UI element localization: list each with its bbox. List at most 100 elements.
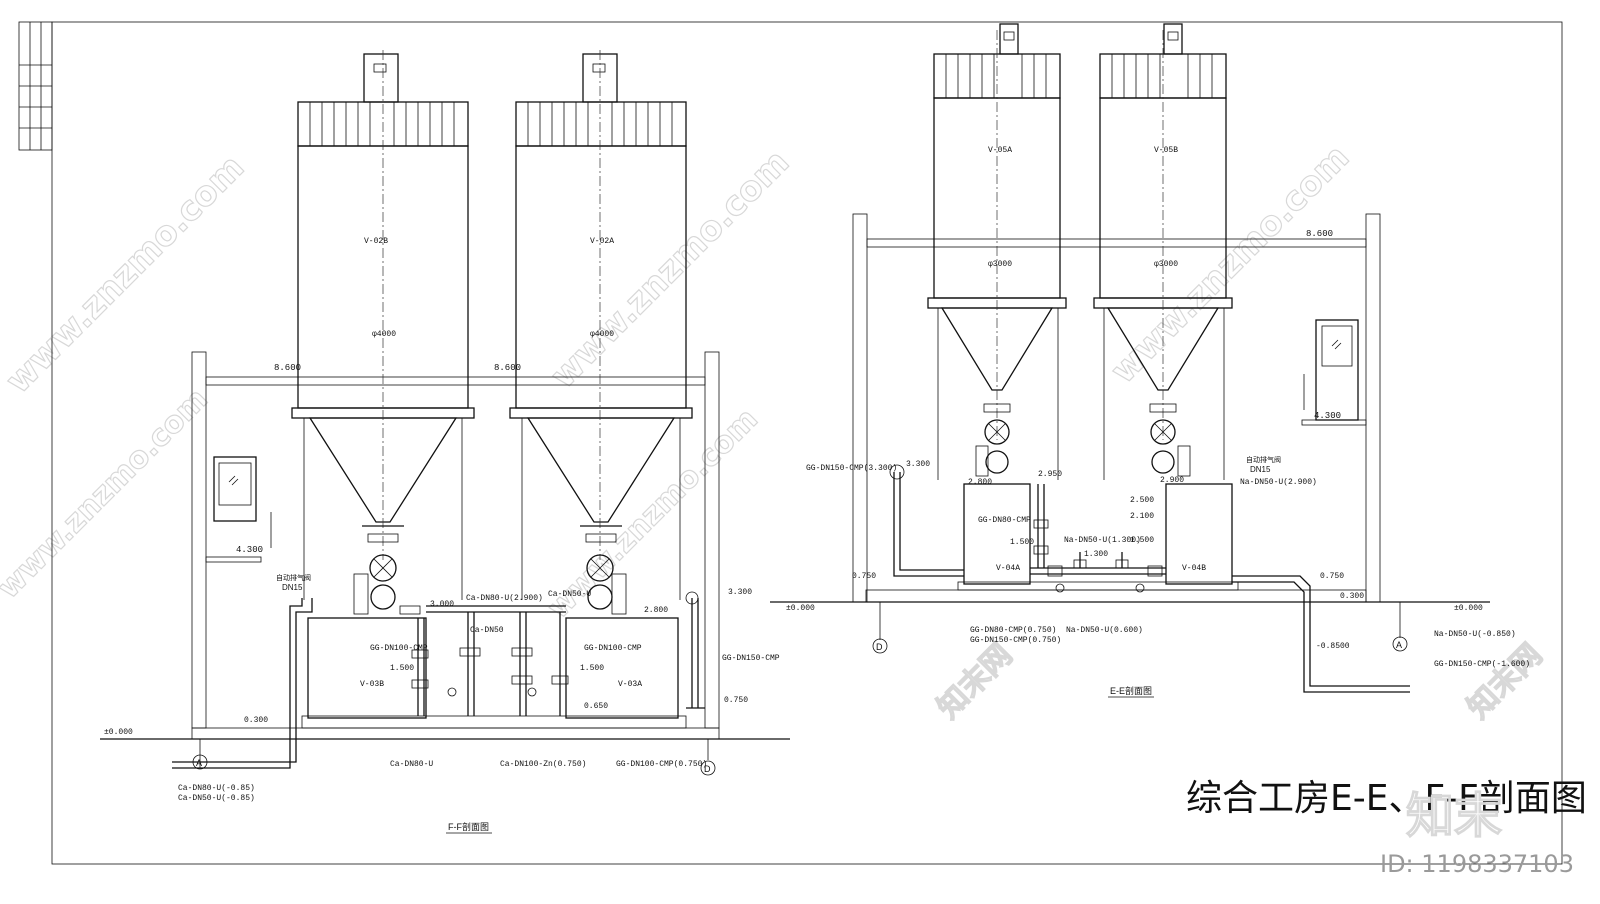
drawing-title: 综合工房E-E、F-F剖面图	[1186, 778, 1587, 819]
ee-gg-dn150-3300: GG-DN150-CMP(3.300)	[806, 464, 897, 473]
ff-ca-dn80-u-085: Ca-DN80-U(-0.85)	[178, 784, 255, 793]
ff-level-3000: 3.000	[430, 600, 454, 609]
ee-valves	[889, 464, 1163, 593]
ff-floor-level: 0.300	[244, 716, 268, 725]
ee-day-tank-left-label: V-04A	[996, 564, 1020, 573]
ee-day-tank-left	[963, 483, 1031, 585]
ff-axis-a-label: A	[196, 758, 202, 768]
ff-silo-left	[291, 50, 475, 615]
watermark-url-1: www.znzmo.com	[0, 147, 252, 401]
ee-roof-slab	[866, 238, 1367, 248]
watermark-url-2: www.znzmo.com	[543, 142, 797, 396]
ff-ca-dn80: Ca-DN80-U	[390, 760, 433, 769]
ff-ca-dn80-u: Ca-DN80-U(2.900)	[466, 594, 543, 603]
ff-ca-dn50: Ca-DN50	[470, 626, 504, 635]
ee-gg-dn80-0750: GG-DN80-CMP(0.750)	[970, 626, 1056, 635]
watermark-brand-1: 知末网	[931, 637, 1019, 725]
ff-level-1500-left: 1.500	[390, 664, 414, 673]
ee-day-tank-right	[1165, 483, 1233, 585]
ff-tank-left-label: V-02B	[364, 237, 388, 246]
ee-level-2950: 2.950	[1038, 470, 1062, 479]
ff-axis-d-label: D	[704, 764, 711, 774]
ff-roof-level-right: 8.600	[494, 363, 521, 373]
ee-gg-dn150-16: GG-DN150-CMP(-1.600)	[1434, 660, 1530, 669]
ee-gg-dn150-0750: GG-DN150-CMP(0.750)	[970, 636, 1061, 645]
ff-ground-level: ±0.000	[104, 728, 133, 737]
ee-axis-d-label: D	[876, 642, 883, 652]
ff-gg-dn100-0750: GG-DN100-CMP(0.750)	[616, 760, 707, 769]
ee-axis-a	[1392, 636, 1408, 652]
ee-vent-label: 自动排气阀	[1246, 455, 1281, 464]
ff-left-wall	[191, 351, 207, 729]
ee-floor-slab	[865, 589, 1367, 603]
ff-silo-right	[509, 50, 693, 615]
watermark-layer: www.znzmo.com www.znzmo.com www.znzmo.co…	[0, 137, 1550, 727]
image-id: ID: 1198337103	[1380, 850, 1574, 878]
ee-level-2500: 2.500	[1130, 496, 1154, 505]
ff-roof-level-left: 8.600	[274, 363, 301, 373]
ff-piping	[172, 598, 705, 769]
ff-ca-dn50-u: Ca-DN50-U	[548, 590, 591, 599]
ff-gg-dn150: GG-DN150-CMP	[722, 654, 780, 663]
ee-tank-right-dia: φ3000	[1154, 260, 1178, 269]
ff-day-tank-right	[565, 617, 679, 719]
ff-day-tank-left	[307, 617, 427, 719]
ee-level-3300: 3.300	[906, 460, 930, 469]
ff-gg-dn100-right: GG-DN100-CMP	[584, 644, 642, 653]
ee-caption: E-E剖面图	[1110, 685, 1152, 696]
ee-day-tank-right-label: V-04B	[1182, 564, 1206, 573]
watermark-logo: 知末	[1406, 788, 1502, 844]
ff-axis-d	[700, 760, 716, 776]
ee-piping	[893, 472, 1410, 693]
sheet-border	[51, 21, 1563, 865]
ee-na-dn50-2900: Na-DN50-U(2.900)	[1240, 478, 1317, 487]
ff-ca-dn100-zn: Ca-DN100-Zn(0.750)	[500, 760, 586, 769]
ff-dn15-label: DN15	[282, 583, 303, 592]
ee-level-0300: 0.300	[1340, 592, 1364, 601]
ee-right-wall	[1365, 213, 1381, 603]
ff-level-2800: 2.800	[644, 606, 668, 615]
watermark-brand-2: 知末网	[1461, 637, 1549, 725]
ff-level-0750: 0.750	[724, 696, 748, 705]
ee-na-dn50-085: Na-DN50-U(-0.850)	[1434, 630, 1516, 639]
ff-vent-label: 自动排气阀	[276, 573, 311, 582]
ff-roof-slab	[205, 376, 706, 386]
ee-ground-level-left: ±0.000	[786, 604, 815, 613]
title-block-strip	[18, 21, 53, 151]
ff-tank-left-dia: φ4000	[372, 330, 396, 339]
ff-window	[213, 456, 257, 522]
ee-axis-a-label: A	[1396, 640, 1402, 650]
ff-caption: F-F剖面图	[448, 821, 489, 832]
ee-dn15-label: DN15	[1250, 465, 1271, 474]
section-ee: D A V-05A V-05B φ3000 φ3000 8.600 4.300 …	[770, 23, 1530, 698]
ee-roof-level: 8.600	[1306, 229, 1333, 239]
ee-level-1500-right: 1.500	[1130, 536, 1154, 545]
ff-level-3300: 3.300	[728, 588, 752, 597]
ff-floor-slab	[191, 727, 720, 740]
ee-na-dn50-0600: Na-DN50-U(0.600)	[1066, 626, 1143, 635]
ff-day-tank-right-label: V-03A	[618, 680, 642, 689]
ee-left-wall	[852, 213, 868, 603]
ff-gg-dn100-left: GG-DN100-CMP	[370, 644, 428, 653]
ee-level-1300: 1.300	[1084, 550, 1108, 559]
ff-tank-right-label: V-02A	[590, 237, 614, 246]
ee-ground-level-right: ±0.000	[1454, 604, 1483, 613]
ff-level-0650: 0.650	[584, 702, 608, 711]
ee-level-2900: 2.900	[1160, 476, 1184, 485]
ee-tank-left-dia: φ3000	[988, 260, 1012, 269]
ee-level-2800: 2.800	[968, 478, 992, 487]
ee-level-1500-left: 1.500	[1010, 538, 1034, 547]
ee-tank-left-label: V-05A	[988, 146, 1012, 155]
ee-axis-d	[872, 638, 888, 654]
ee-level-neg0850: -0.8500	[1316, 642, 1350, 651]
watermark-url-4: www.znzmo.com	[0, 382, 215, 606]
ff-window-level: 4.300	[236, 545, 263, 555]
ff-day-tank-left-label: V-03B	[360, 680, 384, 689]
watermark-url-3: www.znzmo.com	[1103, 137, 1357, 391]
ff-tank-plinth	[301, 715, 687, 729]
section-ff: A D V-02B V-02A φ4000 φ4000 8.600 8.600 …	[100, 50, 790, 834]
ff-level-1500-right: 1.500	[580, 664, 604, 673]
ee-silo-left	[927, 23, 1067, 480]
ee-level-2100: 2.100	[1130, 512, 1154, 521]
